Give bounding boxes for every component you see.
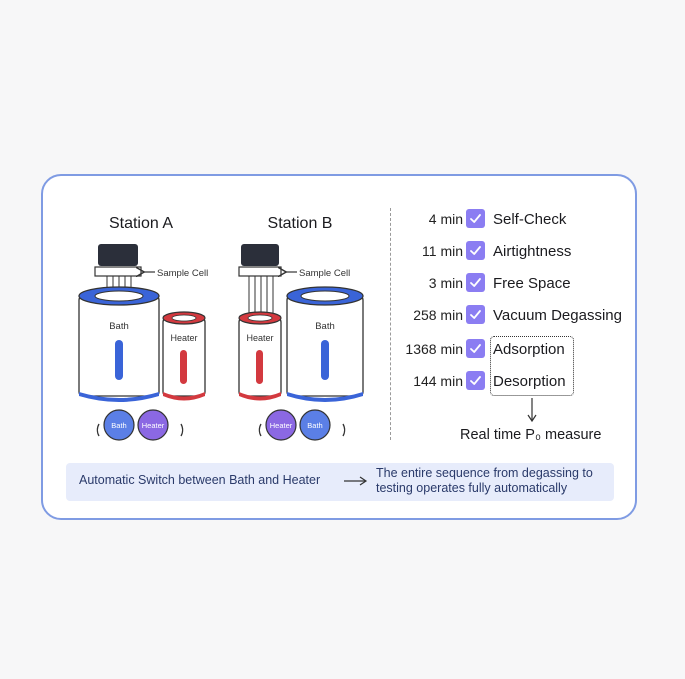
right-arrow-icon [344,476,368,486]
station-b-heater-label: Heater [246,333,273,343]
station-b-title: Station B [268,215,333,232]
station-a-heater [162,311,206,401]
check-icon [466,209,485,228]
step-time: 4 min [428,211,463,227]
p0-group-box [490,336,574,396]
step-time: 11 min [422,243,463,259]
check-icon [466,273,485,292]
check-icon [466,305,485,324]
station-a-heater-label: Heater [170,333,197,343]
check-icon [466,371,485,390]
station-b-switch-left: Heater [270,421,293,430]
step-name: Airtightness [493,242,572,260]
step-name: Self-Check [493,210,567,228]
station-b-heater [238,311,282,401]
station-a-switch [96,409,184,441]
step-name: Desorption [493,372,566,390]
station-diagram: Station A Sample Cell Bath Heater Bath H [78,215,364,441]
step-name: Vacuum Degassing [493,306,622,324]
step-time: 258 min [413,307,463,323]
step-time: 3 min [428,275,463,291]
station-b-sample-cell-label: Sample Cell [299,268,350,279]
station-a-sample-cell-label: Sample Cell [157,268,208,279]
station-a-switch-right: Heater [142,421,165,430]
station-a-switch-left: Bath [111,421,126,430]
station-b-bath-label: Bath [315,321,335,332]
p0-measure-label: Real time P₀ measure [460,427,602,443]
step-name: Adsorption [493,340,565,358]
station-a-bath-label: Bath [109,321,129,332]
down-arrow-icon [527,398,537,423]
step-time: 1368 min [405,341,463,357]
step-name: Free Space [493,274,571,292]
section-divider [390,208,391,440]
check-icon [466,241,485,260]
station-b-switch [258,409,346,441]
station-b-switch-right: Bath [307,421,322,430]
station-b-sample-cell [238,244,297,316]
station-a-bath [78,286,160,402]
banner-switch-text: Automatic Switch between Bath and Heater [79,473,321,487]
banner-sequence-text: The entire sequence from degassing to te… [376,466,593,495]
station-a-title: Station A [109,215,173,232]
station-b-bath [286,286,364,402]
automation-banner [66,463,614,501]
check-icon [466,339,485,358]
step-time: 144 min [413,373,463,389]
